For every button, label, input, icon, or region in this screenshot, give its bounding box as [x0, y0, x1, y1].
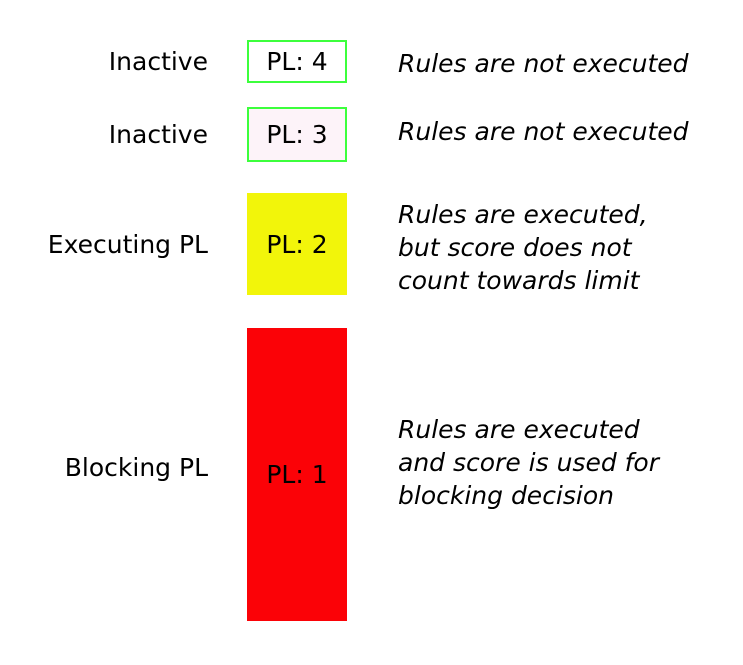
- pl3-description: Rules are not executed: [398, 117, 689, 146]
- pl3-box-label: PL: 3: [266, 120, 328, 149]
- pl4-box: PL: 4: [247, 40, 347, 83]
- pl4-box-label: PL: 4: [266, 47, 328, 76]
- pl1-description: Rules are executed and score is used for…: [398, 415, 660, 510]
- row-label-inactive-pl4: Inactive: [108, 47, 208, 76]
- pl2-box-label: PL: 2: [266, 229, 328, 259]
- pl4-description: Rules are not executed: [398, 49, 689, 78]
- pl1-box-label: PL: 1: [266, 460, 328, 489]
- pl2-description: Rules are executed, but score does not c…: [398, 200, 648, 295]
- pl1-box: PL: 1: [247, 328, 347, 621]
- row-label-blocking-pl: Blocking PL: [64, 453, 208, 482]
- pl3-box: PL: 3: [247, 107, 347, 162]
- pl2-box: PL: 2: [247, 193, 347, 295]
- row-label-executing-pl: Executing PL: [47, 230, 208, 259]
- row-label-inactive-pl3: Inactive: [108, 120, 208, 149]
